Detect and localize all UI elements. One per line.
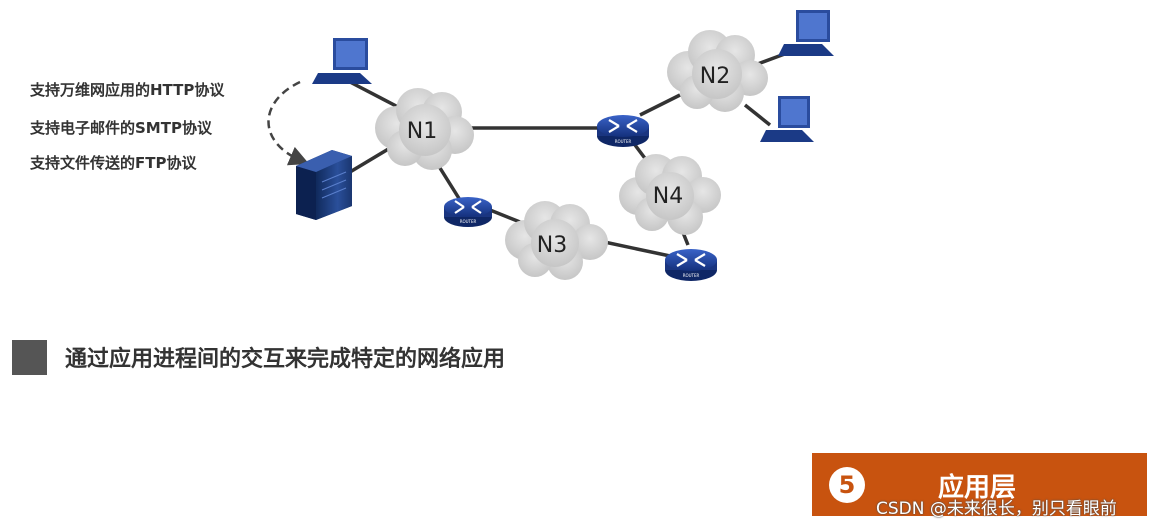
summary-text: 通过应用进程间的交互来完成特定的网络应用	[65, 347, 506, 372]
layer-badge: 5 应用层	[812, 453, 1147, 516]
label-n3: N3	[537, 233, 567, 258]
label-n4: N4	[653, 184, 683, 209]
router-1-icon: ROUTER	[597, 115, 649, 147]
router-3-label: ROUTER	[683, 273, 700, 278]
protocol-ftp: 支持文件传送的FTP协议	[30, 154, 197, 172]
layer-number: 5	[829, 467, 865, 503]
cloud-n3	[505, 201, 608, 280]
router-3-icon: ROUTER	[665, 249, 717, 281]
router-1-label: ROUTER	[615, 139, 632, 144]
laptop-3-icon	[760, 96, 814, 142]
link-router1-n2	[639, 93, 681, 117]
cloud-n1	[375, 88, 474, 170]
cloud-n2	[667, 30, 768, 112]
router-2-label: ROUTER	[460, 219, 477, 224]
protocol-smtp: 支持电子邮件的SMTP协议	[30, 119, 212, 137]
label-n2: N2	[700, 64, 730, 89]
cloud-n4	[619, 154, 721, 235]
protocol-http: 支持万维网应用的HTTP协议	[30, 81, 225, 99]
topology-canvas: N1 N2 N3 N4 ROUTER ROUTER	[267, 10, 834, 281]
bullet-square	[12, 340, 47, 375]
link-n2-laptop3	[743, 103, 772, 127]
laptop-1-icon	[312, 38, 372, 84]
watermark-text: CSDN @未来很长，别只看眼前	[876, 499, 1117, 519]
label-n1: N1	[407, 119, 437, 144]
interaction-arrow	[267, 80, 310, 166]
laptop-2-icon	[778, 10, 834, 56]
server-icon	[296, 150, 352, 220]
link-laptop1-n1	[349, 80, 401, 110]
router-2-icon: ROUTER	[444, 197, 492, 227]
layer-name: 应用层	[938, 473, 1017, 503]
link-router2-n3	[489, 208, 521, 224]
